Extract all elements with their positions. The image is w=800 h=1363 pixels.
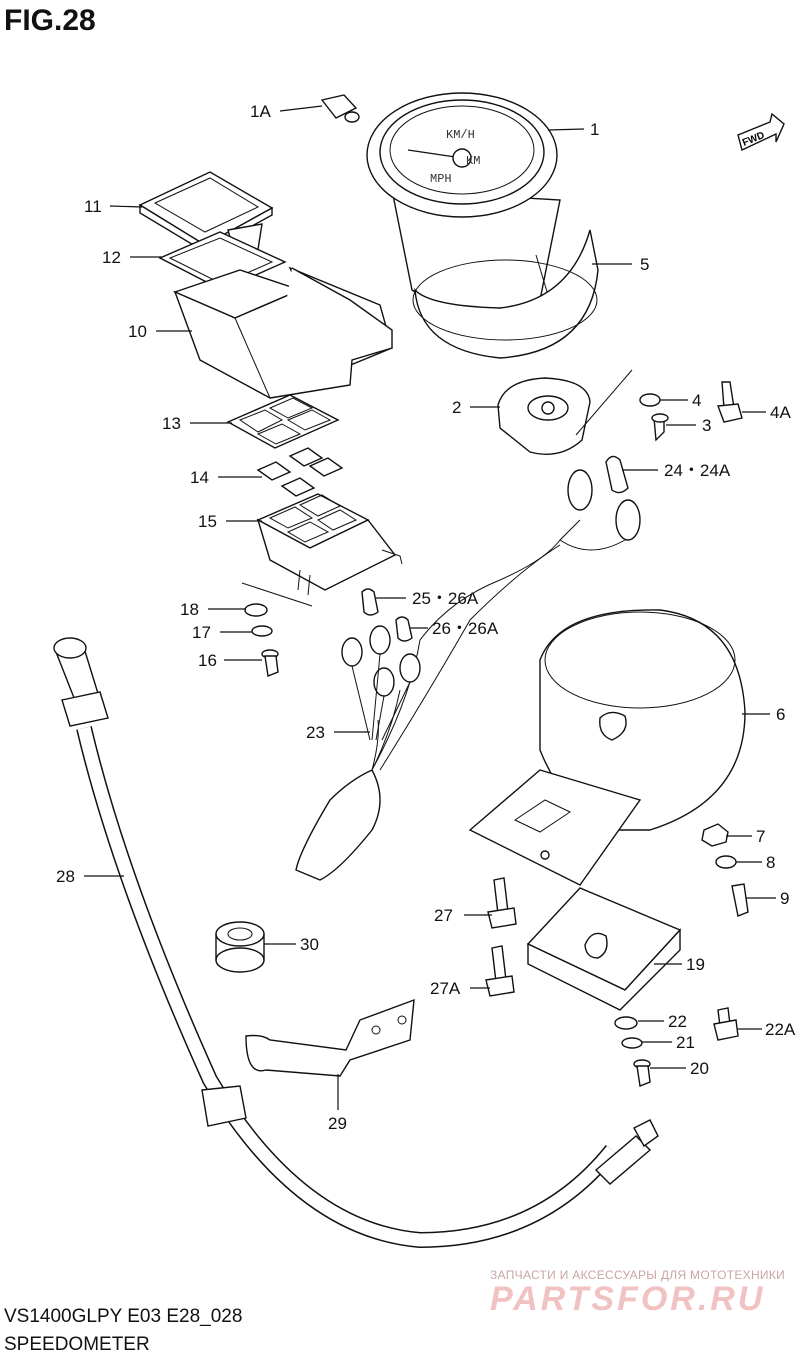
- part-3-screw: [651, 413, 669, 442]
- callout-9: 9: [780, 889, 789, 908]
- part-4a-bolt: [717, 381, 743, 423]
- part-20-screw: [633, 1059, 651, 1087]
- part-7-nut: [701, 823, 729, 847]
- callout-16: 16: [198, 651, 217, 670]
- part-27a-bolt: [485, 945, 515, 997]
- svg-text:KM: KM: [466, 154, 480, 168]
- part-10-housing: [173, 266, 393, 399]
- part-13-panel-gasket: [226, 394, 340, 449]
- callout-4a: 4A: [770, 403, 791, 422]
- part-5-ring: [412, 229, 599, 359]
- callout-11: 11: [84, 197, 102, 216]
- callout-15: 15: [198, 512, 217, 531]
- part-21-washer: [621, 1037, 643, 1049]
- callout-4: 4: [692, 391, 701, 410]
- part-4-washer: [639, 393, 661, 407]
- callout-1: 1: [590, 120, 599, 139]
- callout-14: 14: [190, 468, 209, 487]
- part-17-washer: [251, 625, 273, 637]
- callout-28: 28: [56, 867, 75, 886]
- part-2-meter-base: [497, 369, 633, 455]
- callout-27: 27: [434, 906, 453, 925]
- callout-10: 10: [128, 322, 147, 341]
- callout-25-26a: 25・26A: [412, 589, 479, 608]
- part-27-bolt: [487, 877, 517, 929]
- part-18-washer: [244, 603, 268, 617]
- part-26-bulb: [395, 616, 413, 642]
- figure-title: FIG.28: [4, 4, 96, 37]
- callout-21: 21: [676, 1033, 695, 1052]
- callout-17: 17: [192, 623, 211, 642]
- callout-24-24a: 24・24A: [664, 461, 731, 480]
- part-22-washer: [614, 1016, 638, 1030]
- callout-18: 18: [180, 600, 199, 619]
- part-25-bulb: [361, 588, 379, 616]
- model-code: VS1400GLPY E03 E28_028: [4, 1306, 243, 1327]
- callout-7: 7: [756, 827, 765, 846]
- svg-text:MPH: MPH: [430, 172, 452, 186]
- part-24-bulb: [605, 455, 629, 494]
- part-30-grommet: [215, 921, 265, 973]
- callout-19: 19: [686, 955, 705, 974]
- callout-22a: 22A: [765, 1020, 796, 1039]
- part-16-screw: [261, 649, 279, 677]
- fwd-arrow-icon: FWD: [737, 112, 785, 151]
- callout-1a: 1A: [250, 102, 271, 121]
- leader-lines: [84, 105, 776, 1110]
- callout-23: 23: [306, 723, 325, 742]
- callout-6: 6: [776, 705, 785, 724]
- part-9-screw: [731, 883, 749, 917]
- callout-3: 3: [702, 416, 711, 435]
- watermark-brand: PARTSFOR.RU: [490, 1280, 766, 1318]
- diagram-subtitle: SPEEDOMETER: [4, 1334, 150, 1355]
- part-28-speedometer-cable: [53, 637, 659, 1249]
- part-22a-bolt: [713, 1007, 739, 1041]
- callout-30: 30: [300, 935, 319, 954]
- callout-26-26a: 26・26A: [432, 619, 499, 638]
- watermark-tagline: ЗАПЧАСТИ И АКСЕССУАРЫ ДЛЯ МОТОТЕХНИКИ: [490, 1268, 786, 1282]
- callout-2: 2: [452, 398, 461, 417]
- callout-27a: 27A: [430, 979, 461, 998]
- callout-29: 29: [328, 1114, 347, 1133]
- callout-12: 12: [102, 248, 121, 267]
- callout-5: 5: [640, 255, 649, 274]
- part-29-bracket: [245, 998, 415, 1077]
- callout-22: 22: [668, 1012, 687, 1031]
- callout-labels: 1A 1 11 5 12 10 2 4 4A 3 13 24・24A 14 15…: [56, 102, 796, 1133]
- part-6-meter-case: [468, 609, 746, 886]
- part-14-lens-set: [256, 447, 344, 497]
- part-19-damper: [526, 887, 682, 1011]
- callout-13: 13: [162, 414, 181, 433]
- svg-text:KM/H: KM/H: [446, 128, 475, 142]
- part-1a-sensor: [320, 94, 360, 123]
- part-15-indicator-box: [241, 493, 403, 607]
- part-23-wire-harness: [295, 469, 641, 881]
- part-1-speedometer: KM/H KM MPH: [366, 92, 561, 314]
- callout-8: 8: [766, 853, 775, 872]
- part-8-washer: [715, 855, 737, 869]
- callout-20: 20: [690, 1059, 709, 1078]
